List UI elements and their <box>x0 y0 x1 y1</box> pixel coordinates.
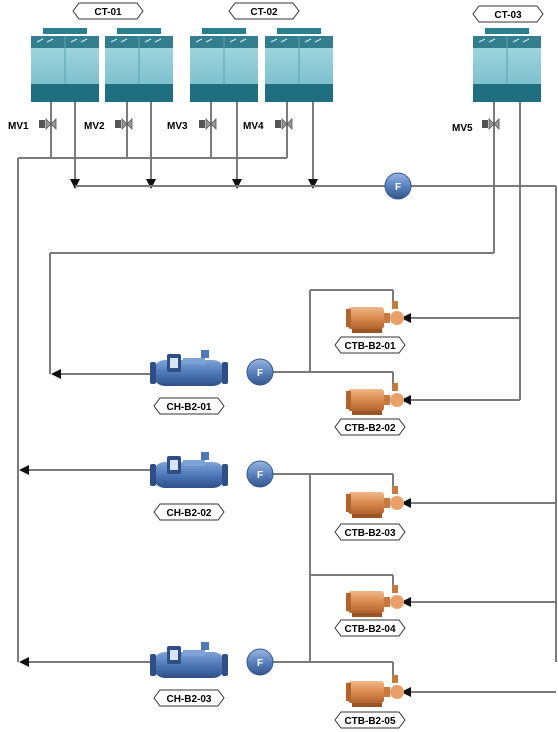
ctb-b2-01-label: CTB-B2-01 <box>344 341 396 352</box>
flow-meter-1-label: F <box>257 368 263 379</box>
flow-meter-2-label: F <box>257 470 263 481</box>
pipes <box>17 89 557 697</box>
pump-ctb-b2-02[interactable] <box>346 383 404 415</box>
ctb-b2-04-tag: CTB-B2-04 <box>334 619 406 637</box>
flow-meter-ch-b2-01[interactable]: F <box>246 358 274 386</box>
flow-meter-ch-b2-02[interactable]: F <box>246 460 274 488</box>
chiller-ch-b2-01[interactable] <box>150 350 228 386</box>
mv3-label: MV3 <box>167 121 188 132</box>
ct-02-label: CT-02 <box>250 7 278 18</box>
mv5-label: MV5 <box>452 123 473 134</box>
ctb-b2-05-tag: CTB-B2-05 <box>334 711 406 729</box>
ctb-b2-03-label: CTB-B2-03 <box>344 528 396 539</box>
ctb-b2-02-tag: CTB-B2-02 <box>334 418 406 436</box>
mv4-label: MV4 <box>243 121 264 132</box>
ctb-b2-02-label: CTB-B2-02 <box>344 423 396 434</box>
chiller-ch-b2-02[interactable] <box>150 452 228 488</box>
mv1-label: MV1 <box>8 121 29 132</box>
ch-b2-03-label: CH-B2-03 <box>166 694 211 705</box>
flow-meter-ch-b2-03[interactable]: F <box>246 648 274 676</box>
valve-mv3[interactable] <box>199 118 217 130</box>
ct-01-label: CT-01 <box>94 7 122 18</box>
valve-mv5[interactable] <box>482 118 500 130</box>
ct-03-label: CT-03 <box>494 10 522 21</box>
pump-ctb-b2-03[interactable] <box>346 486 404 518</box>
ctb-b2-01-tag: CTB-B2-01 <box>334 336 406 354</box>
pump-ctb-b2-05[interactable] <box>346 675 404 707</box>
ch-b2-03-tag: CH-B2-03 <box>153 689 225 707</box>
pump-ctb-b2-04[interactable] <box>346 585 404 617</box>
flow-meter-3-label: F <box>257 658 263 669</box>
ctb-b2-03-tag: CTB-B2-03 <box>334 523 406 541</box>
ct-01-tag: CT-01 <box>72 2 144 20</box>
cooling-tower-ct-01[interactable] <box>30 27 174 103</box>
ct-03-tag: CT-03 <box>472 5 544 23</box>
cooling-tower-ct-02[interactable] <box>189 27 334 103</box>
ch-b2-02-tag: CH-B2-02 <box>153 503 225 521</box>
ctb-b2-04-label: CTB-B2-04 <box>344 624 396 635</box>
ch-b2-01-label: CH-B2-01 <box>166 402 211 413</box>
ctb-b2-05-label: CTB-B2-05 <box>344 716 396 727</box>
flow-meter-main-label: F <box>395 182 401 193</box>
valve-mv1[interactable] <box>39 118 57 130</box>
pump-ctb-b2-01[interactable] <box>346 301 404 333</box>
ct-02-tag: CT-02 <box>228 2 300 20</box>
valve-mv4[interactable] <box>275 118 293 130</box>
chiller-ch-b2-03[interactable] <box>150 642 228 678</box>
valve-mv2[interactable] <box>115 118 133 130</box>
ch-b2-02-label: CH-B2-02 <box>166 508 211 519</box>
mv2-label: MV2 <box>84 121 105 132</box>
cooling-tower-ct-03[interactable] <box>472 27 542 103</box>
flow-meter-main[interactable]: F <box>384 172 412 200</box>
ch-b2-01-tag: CH-B2-01 <box>153 397 225 415</box>
